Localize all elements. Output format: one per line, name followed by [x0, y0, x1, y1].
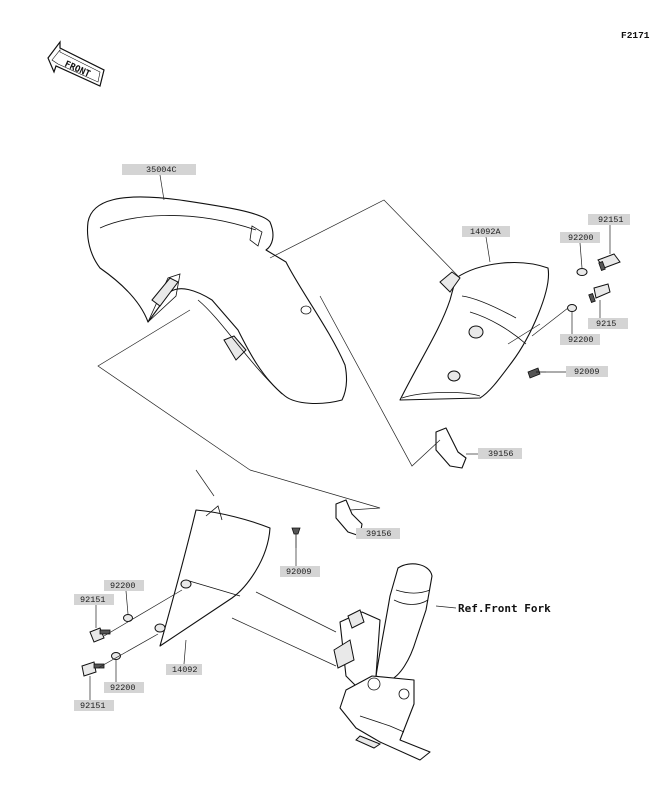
- fender-cover-left: [154, 505, 271, 647]
- label-screw-center: 92009: [286, 567, 312, 577]
- bolt-left-upper-icon: [89, 627, 111, 643]
- label-bolt-left-upper: 92151: [80, 595, 106, 605]
- front-arrow-icon: FRONT: [47, 40, 105, 87]
- label-box-pad-upper: [478, 448, 522, 459]
- front-fender: [86, 196, 347, 405]
- label-fender-front: 35004C: [146, 165, 177, 175]
- label-box-bolt-left-upper: [74, 594, 114, 605]
- label-box-collar-top: [560, 232, 600, 243]
- label-collar-left-lower: 92200: [110, 683, 136, 693]
- label-fender-cover-right: 14092A: [470, 227, 502, 237]
- collar-top-icon: [576, 268, 588, 276]
- front-fork: [333, 563, 433, 761]
- ref-front-fork: Ref.Front Fork: [458, 602, 551, 615]
- label-box-fender: [122, 164, 196, 175]
- label-box-pad-lower: [356, 528, 400, 539]
- label-collar-mid: 92200: [568, 335, 594, 345]
- label-bolt-top: 92151: [598, 215, 624, 225]
- bolt-top-icon: [597, 253, 621, 271]
- screw-center-icon: [291, 527, 301, 548]
- label-bolt-mid: 9215: [596, 319, 616, 329]
- label-pad-upper: 39156: [488, 449, 514, 459]
- label-bolt-left-lower: 92151: [80, 701, 106, 711]
- collar-mid-icon: [567, 304, 577, 312]
- label-box-bolt-top: [588, 214, 630, 225]
- label-screw-right: 92009: [574, 367, 600, 377]
- assembly-lines: [97, 199, 541, 669]
- label-box-collar-mid: [560, 334, 600, 345]
- label-box-collar-left-upper: [104, 580, 144, 591]
- figure-code: F2171: [621, 30, 650, 41]
- label-fender-cover-left: 14092: [172, 665, 198, 675]
- collar-left-lower-icon: [111, 652, 121, 660]
- label-box-cover-right: [462, 226, 510, 237]
- label-box-bolt-left-lower: [74, 700, 114, 711]
- fender-cover-right: [399, 262, 550, 401]
- label-collar-left-upper: 92200: [110, 581, 136, 591]
- label-box-cover-left: [166, 664, 202, 675]
- label-collar-top: 92200: [568, 233, 594, 243]
- label-box-collar-left-lower: [104, 682, 144, 693]
- label-box-screw-center: [280, 566, 320, 577]
- label-box-screw-right: [566, 366, 608, 377]
- pad-upper: [435, 427, 467, 469]
- collar-left-upper-icon: [123, 614, 133, 622]
- label-pad-lower: 39156: [366, 529, 392, 539]
- bolt-left-lower-icon: [81, 661, 105, 677]
- bolt-mid-icon: [588, 283, 611, 303]
- label-box-bolt-mid: [588, 318, 628, 329]
- screw-right-icon: [527, 367, 546, 379]
